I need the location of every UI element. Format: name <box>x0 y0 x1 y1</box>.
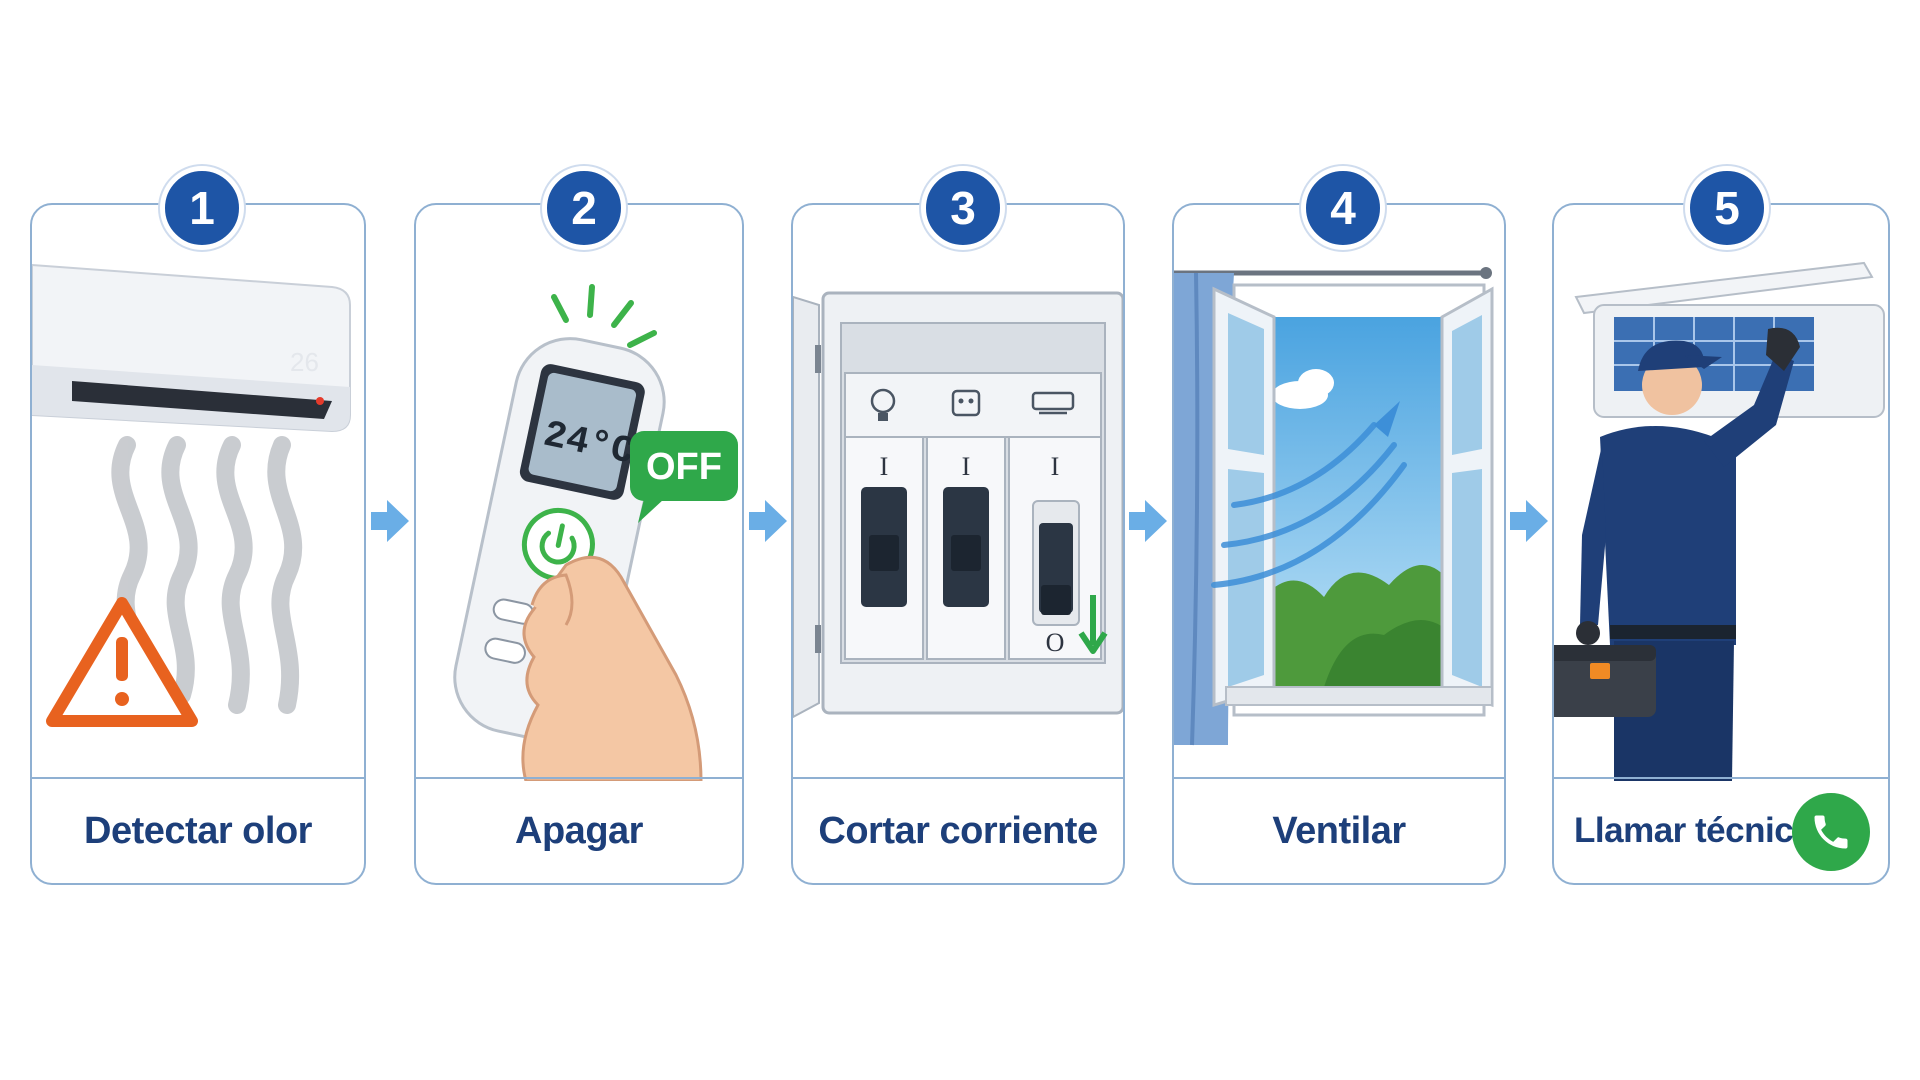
step-1-label: Detectar olor <box>84 809 312 852</box>
step-4-badge: 4 <box>1301 166 1385 250</box>
warning-icon <box>46 597 198 727</box>
step-5-badge: 5 <box>1685 166 1769 250</box>
step-5-footer: Llamar técnico <box>1554 777 1888 883</box>
step-1-footer: Detectar olor <box>32 777 364 883</box>
step-2-badge: 2 <box>542 166 626 250</box>
step-4-label: Ventilar <box>1272 809 1406 852</box>
arrow-right-icon <box>1129 500 1167 542</box>
arrow-right-icon <box>1510 500 1548 542</box>
phone-call-button[interactable] <box>1792 793 1870 871</box>
step-2-footer: Apagar <box>416 777 742 883</box>
step-card-2: 24°C OFF Apagar <box>414 203 744 885</box>
step-card-4: Ventilar <box>1172 203 1506 885</box>
step-2-label: Apagar <box>515 809 643 852</box>
outlet-icon <box>951 389 981 417</box>
remote-off-illustration: 24°C OFF <box>416 205 742 781</box>
open-window-illustration <box>1174 205 1504 781</box>
off-bubble: OFF <box>630 431 738 523</box>
ac-icon <box>1031 391 1075 415</box>
ac-odor-illustration: 26 <box>32 205 364 781</box>
arrow-right-icon <box>371 500 409 542</box>
step-3-badge: 3 <box>921 166 1005 250</box>
svg-text:I: I <box>962 452 971 481</box>
step-card-1: 26 Detectar olor <box>30 203 366 885</box>
step-1-badge: 1 <box>160 166 244 250</box>
step-3-footer: Cortar corriente <box>793 777 1123 883</box>
arrow-right-icon <box>749 500 787 542</box>
phone-icon <box>1814 815 1848 849</box>
svg-text:I: I <box>1051 452 1060 481</box>
svg-text:O: O <box>1046 628 1065 657</box>
down-arrow-icon <box>1078 595 1108 654</box>
bulb-icon <box>870 388 896 421</box>
step-4-footer: Ventilar <box>1174 777 1504 883</box>
technician-illustration <box>1554 205 1888 781</box>
step-3-label: Cortar corriente <box>818 809 1098 852</box>
ac-display: 26 <box>290 347 319 377</box>
step-card-5: Llamar técnico <box>1552 203 1890 885</box>
step-5-label: Llamar técnico <box>1574 811 1815 850</box>
svg-text:I: I <box>880 452 889 481</box>
svg-text:OFF: OFF <box>646 446 722 488</box>
breaker-panel-illustration: I I I O <box>793 205 1123 781</box>
step-card-3: I I I O Cortar corriente <box>791 203 1125 885</box>
